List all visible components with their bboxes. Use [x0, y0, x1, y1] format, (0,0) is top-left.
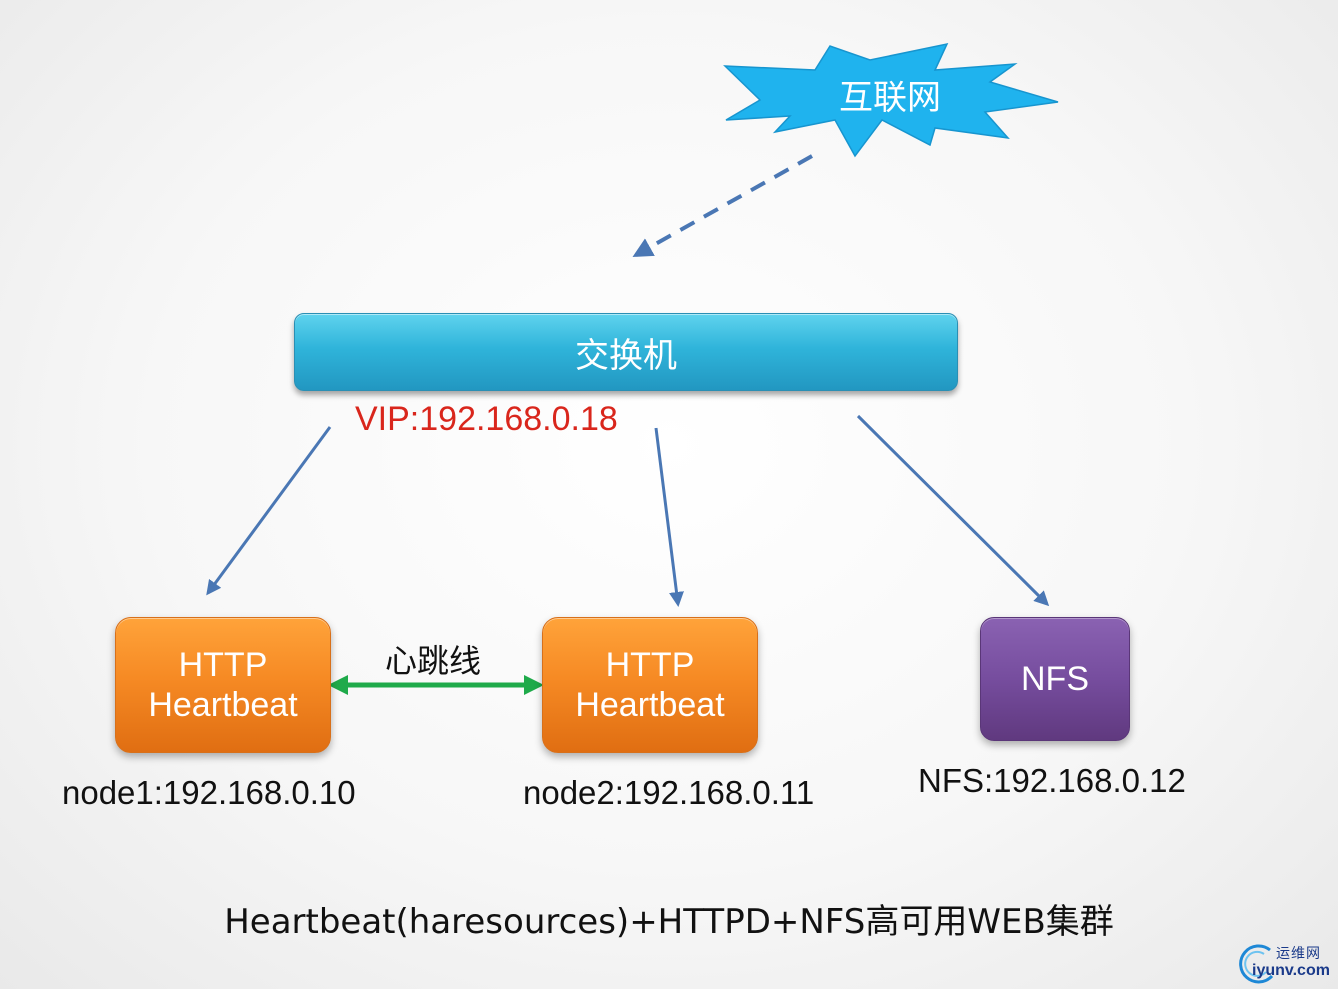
- watermark-ring-icon: [1239, 944, 1274, 984]
- node1-ip-label: node1:192.168.0.10: [62, 774, 356, 811]
- nfs-label: NFS: [1021, 659, 1089, 698]
- node1-heartbeat-label: Heartbeat: [148, 686, 298, 724]
- node2-ip-label: node2:192.168.0.11: [523, 774, 815, 811]
- starburst-cloud-icon: [723, 42, 1059, 158]
- node2-box: HTTP Heartbeat: [542, 617, 758, 753]
- heartbeat-link-label: 心跳线: [385, 642, 482, 680]
- switch-to-node1-arrow: [206, 426, 332, 596]
- watermark-site-name: 运维网: [1276, 946, 1321, 962]
- node1-service-label: HTTP: [178, 646, 268, 684]
- vip-label: VIP:192.168.0.18: [355, 400, 618, 438]
- node2-heartbeat-label: Heartbeat: [575, 686, 725, 724]
- watermark-domain: iyunv.com: [1252, 962, 1330, 979]
- switch-label: 交换机: [575, 335, 677, 376]
- internet-label: 互联网: [839, 78, 941, 118]
- watermark-logo: 运维网 iyunv.com: [1232, 940, 1336, 986]
- node2-service-label: HTTP: [605, 646, 695, 684]
- diagram-caption: Heartbeat(haresources)+HTTPD+NFS高可用WEB集群: [224, 902, 1114, 942]
- nfs-ip-label: NFS:192.168.0.12: [918, 762, 1186, 799]
- switch-to-node2-arrow: [654, 427, 684, 607]
- nfs-box: NFS: [980, 617, 1130, 741]
- switch-to-nfs-arrow: [856, 414, 1050, 607]
- switch-node: 交换机: [294, 313, 958, 391]
- internet-to-switch-arrow: [632, 154, 813, 257]
- node1-box: HTTP Heartbeat: [115, 617, 331, 753]
